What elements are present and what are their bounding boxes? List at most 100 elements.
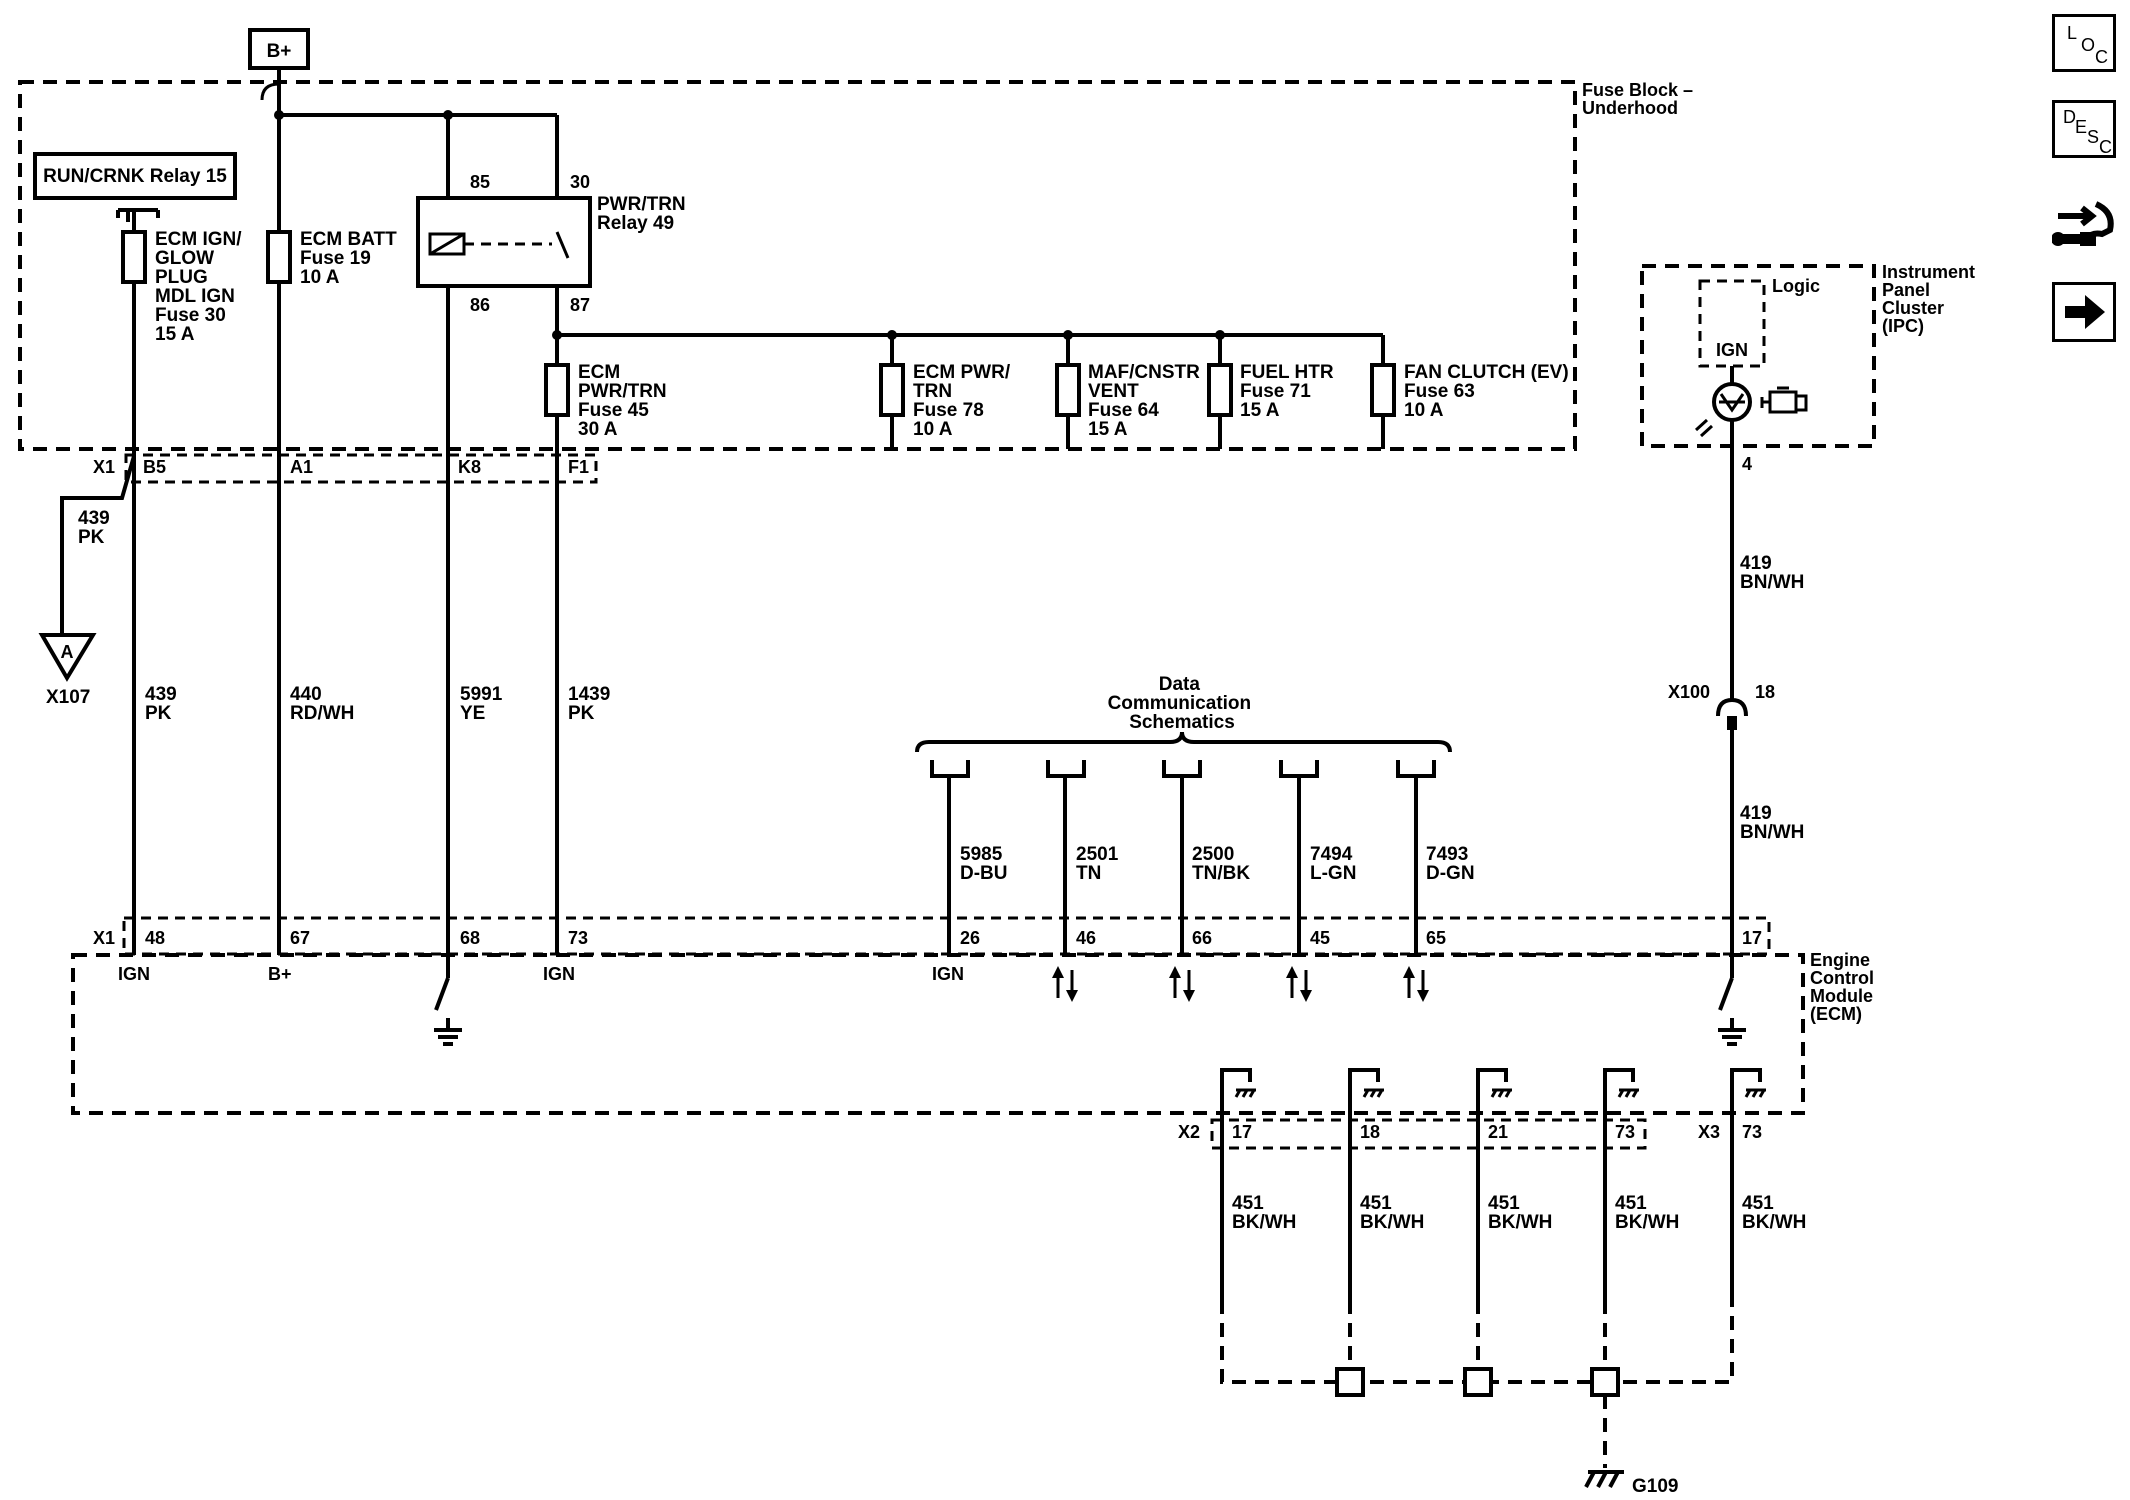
wire-label-439: 439 PK	[145, 684, 182, 724]
connector-x1-top: X1 B5 A1 K8 F1	[93, 453, 598, 484]
connector-x100: X100 18	[1668, 682, 1775, 730]
svg-text:A1: A1	[290, 457, 313, 477]
ground-icon	[434, 977, 462, 1046]
svg-text:67: 67	[290, 928, 310, 948]
data-stub	[1046, 760, 1086, 778]
svg-text:46: 46	[1076, 928, 1096, 948]
fuse-19: ECM BATT Fuse 19 10 A	[266, 229, 397, 288]
splice-pack	[1335, 1367, 1365, 1397]
fuse-63-label: FAN CLUTCH (EV) Fuse 63 10 A	[1404, 362, 1574, 421]
svg-text:26: 26	[960, 928, 980, 948]
ground-tie	[1220, 1300, 1734, 1384]
relay-pin-87: 87	[570, 295, 590, 315]
fuse-30-label: ECM IGN/ GLOW PLUG MDL IGN Fuse 30 15 A	[155, 229, 247, 345]
fuse-64-label: MAF/CNSTR VENT Fuse 64 15 A	[1088, 362, 1205, 440]
svg-text:18: 18	[1360, 1122, 1380, 1142]
data-communication-group: Data Communication Schematics	[915, 674, 1452, 778]
splice-x107: 439 PK A X107	[38, 455, 136, 708]
svg-text:65: 65	[1426, 928, 1446, 948]
bidirectional-arrow-icon	[1052, 966, 1078, 1002]
svg-text:PK: PK	[78, 527, 105, 548]
fuse-30: ECM IGN/ GLOW PLUG MDL IGN Fuse 30 15 A	[121, 229, 247, 450]
svg-text:IGN: IGN	[543, 964, 575, 984]
ipc: Logic IGN Instrument Panel Cluster (IPC)…	[1640, 262, 1980, 474]
location-button[interactable]: L O C	[2052, 14, 2116, 72]
data-stub	[1396, 760, 1436, 778]
svg-text:439: 439	[78, 508, 110, 529]
svg-text:73: 73	[1742, 1122, 1762, 1142]
bplus-source: B+	[248, 28, 310, 115]
splice-name: X107	[46, 687, 90, 708]
bplus-label: B+	[267, 41, 292, 62]
fuse-71: FUEL HTR Fuse 71 15 A	[1207, 335, 1339, 449]
svg-text:68: 68	[460, 928, 480, 948]
data-stub	[1279, 760, 1319, 778]
svg-text:X3: X3	[1698, 1122, 1720, 1142]
ground-icon	[1718, 977, 1746, 1046]
repair-icon	[2051, 201, 2114, 246]
splice-letter: A	[61, 642, 74, 662]
svg-text:18: 18	[1755, 682, 1775, 702]
svg-text:66: 66	[1192, 928, 1212, 948]
svg-text:419 BN/WH: 419 BN/WH	[1740, 553, 1804, 593]
connector-repair-button[interactable]	[2051, 194, 2116, 258]
svg-text:45: 45	[1310, 928, 1330, 948]
data-stub	[930, 760, 970, 778]
wire-label-5991: 5991 YE	[460, 684, 508, 724]
fuse-45-label: ECM PWR/TRN Fuse 45 30 A	[578, 362, 672, 440]
svg-text:17: 17	[1232, 1122, 1252, 1142]
fuse-63: FAN CLUTCH (EV) Fuse 63 10 A	[1370, 335, 1574, 449]
relay-49: 85 30 86 87 PWR/TRN Relay 49	[416, 172, 691, 315]
fuse-71-label: FUEL HTR Fuse 71 15 A	[1240, 362, 1339, 421]
chassis-ground-icon	[1220, 1068, 1256, 1140]
fuse-block-name-2: Underhood	[1582, 98, 1678, 118]
svg-text:17: 17	[1742, 928, 1762, 948]
svg-text:K8: K8	[458, 457, 481, 477]
chassis-ground-icon	[1584, 1470, 1624, 1488]
ecm-name: Engine Control Module (ECM)	[1810, 950, 1879, 1024]
splice-pack	[1590, 1367, 1620, 1397]
ecm-module: Engine Control Module (ECM) IGN B+ IGN I…	[71, 950, 1879, 1115]
description-button[interactable]: D E S C	[2052, 100, 2116, 158]
svg-text:IGN: IGN	[118, 964, 150, 984]
next-arrow-button[interactable]	[2052, 282, 2116, 342]
ipc-name: Instrument Panel Cluster (IPC)	[1882, 262, 1980, 336]
ipc-ign: IGN	[1716, 340, 1748, 360]
svg-text:X100: X100	[1668, 682, 1710, 702]
svg-text:73: 73	[568, 928, 588, 948]
svg-text:B+: B+	[268, 964, 292, 984]
fuse-block-name-1: Fuse Block –	[1582, 80, 1693, 100]
svg-text:F1: F1	[568, 457, 589, 477]
data-stub	[1162, 760, 1202, 778]
fuse-block-outline	[18, 80, 1577, 451]
relay-pin-85: 85	[470, 172, 490, 192]
relay-pin-86: 86	[470, 295, 490, 315]
wire-label-1439: 1439 PK	[568, 684, 616, 724]
relay-49-label: PWR/TRN Relay 49	[597, 194, 691, 234]
engine-icon	[1760, 386, 1808, 414]
fuse-78-label: ECM PWR/ TRN Fuse 78 10 A	[913, 362, 1015, 440]
wire-label-440: 440 RD/WH	[290, 684, 354, 724]
connector-x1-top-name: X1	[93, 457, 115, 477]
arrow-right-icon	[2065, 295, 2105, 329]
ipc-pin: 4	[1742, 454, 1752, 474]
fuse-78: ECM PWR/ TRN Fuse 78 10 A	[879, 335, 1015, 449]
relay-pin-30: 30	[570, 172, 590, 192]
svg-text:419 BN/WH: 419 BN/WH	[1740, 803, 1804, 843]
chassis-ground-icon	[1603, 1068, 1639, 1140]
chassis-ground-icon	[1730, 1068, 1766, 1140]
fuse-64: MAF/CNSTR VENT Fuse 64 15 A	[1055, 335, 1205, 449]
svg-text:IGN: IGN	[932, 964, 964, 984]
chassis-ground-icon	[1348, 1068, 1384, 1140]
ipc-logic: Logic	[1772, 276, 1820, 296]
run-crnk-relay-label: RUN/CRNK Relay 15	[43, 166, 227, 187]
ground-point-label: G109	[1632, 1476, 1678, 1497]
